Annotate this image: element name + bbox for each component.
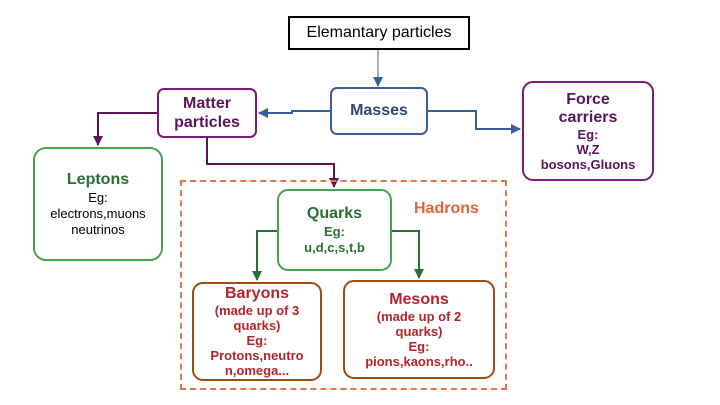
- force-carriers-node: Force carriers Eg: W,Z bosons,Gluons: [522, 81, 654, 181]
- quarks-label: Quarks: [306, 205, 363, 222]
- baryons-example-line2: n,omega...: [224, 363, 290, 378]
- masses-label: Masses: [350, 102, 408, 119]
- baryons-label: Baryons: [224, 285, 290, 302]
- title-text: Elemantary particles: [306, 24, 452, 41]
- mesons-label: Mesons: [389, 291, 449, 308]
- leptons-example-line2: neutrinos: [71, 222, 125, 237]
- title-node: Elemantary particles: [288, 16, 470, 50]
- hadrons-label: Hadrons: [414, 200, 479, 217]
- matter-label-line2: particles: [174, 114, 240, 131]
- mesons-desc-line2: quarks): [395, 324, 443, 339]
- hadrons-group: [180, 180, 507, 390]
- force-example-line2: bosons,Gluons: [540, 156, 636, 172]
- baryons-example-heading: Eg:: [246, 333, 268, 348]
- matter-to-leptons-arrow: [93, 112, 157, 146]
- matter-label-line1: Matter: [182, 95, 231, 112]
- masses-node: Masses: [330, 87, 428, 135]
- masses-to-force-arrow: [428, 110, 521, 134]
- force-example-heading: Eg:: [577, 126, 599, 142]
- quarks-example-heading: Eg:: [324, 224, 345, 239]
- force-example-line1: W,Z: [576, 141, 600, 157]
- matter-particles-node: Matter particles: [157, 88, 257, 138]
- baryons-node: Baryons (made up of 3 quarks) Eg: Proton…: [192, 282, 322, 381]
- leptons-label: Leptons: [66, 171, 130, 188]
- baryons-example-line1: Protons,neutro: [210, 348, 304, 363]
- mesons-example-heading: Eg:: [408, 339, 430, 354]
- matter-to-quarks-arrow: [206, 138, 339, 188]
- leptons-example-heading: Eg:: [88, 190, 108, 205]
- masses-to-matter-arrow: [258, 108, 330, 118]
- baryons-desc-line1: (made up of 3: [214, 303, 300, 318]
- quarks-node: Quarks Eg: u,d,c,s,t,b: [277, 189, 392, 271]
- leptons-example-line1: electrons,muons: [50, 206, 146, 221]
- mesons-example-line: pions,kaons,rho..: [365, 354, 473, 369]
- quarks-example-line: u,d,c,s,t,b: [304, 240, 365, 255]
- leptons-node: Leptons Eg: electrons,muons neutrinos: [33, 147, 163, 261]
- quarks-to-baryons-arrow: [252, 230, 277, 281]
- force-label-line1: Force: [566, 90, 610, 108]
- mesons-node: Mesons (made up of 2 quarks) Eg: pions,k…: [343, 280, 495, 379]
- baryons-desc-line2: quarks): [233, 318, 281, 333]
- quarks-to-mesons-arrow: [392, 230, 424, 279]
- force-label-line2: carriers: [558, 108, 618, 126]
- mesons-desc-line1: (made up of 2: [376, 309, 462, 324]
